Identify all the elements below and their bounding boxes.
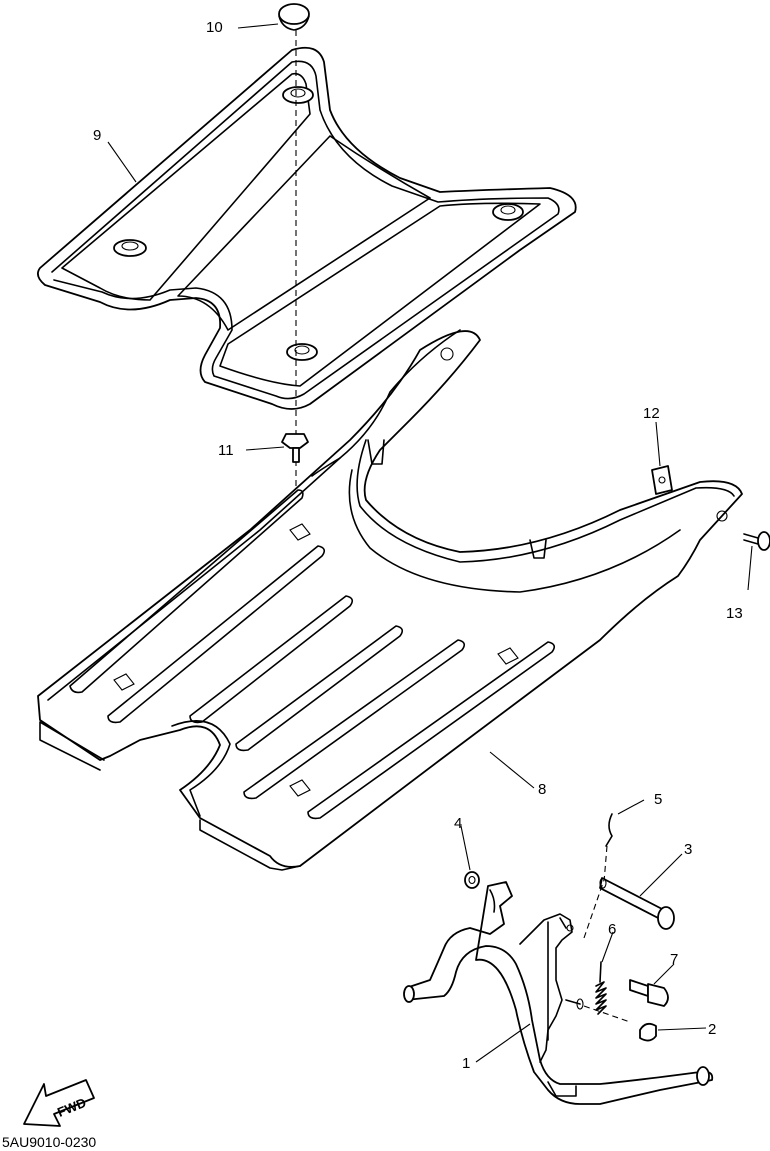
- callout-2: 2: [708, 1021, 716, 1038]
- leader-lines: [107, 23, 753, 1063]
- part-1-main-stand: [403, 879, 714, 1105]
- callout-12: 12: [643, 405, 660, 422]
- callout-7: 7: [670, 951, 678, 968]
- callout-11: 11: [218, 442, 234, 459]
- callout-labels: 10 9 11 12 13 8 5 4 3 6 7 2 1: [93, 19, 743, 1072]
- part-6-spring: [595, 961, 607, 1015]
- part-4-washer: [464, 871, 480, 889]
- callout-5: 5: [654, 791, 662, 808]
- callout-3: 3: [684, 841, 692, 858]
- part-11-bolt: [281, 433, 309, 463]
- callout-13: 13: [726, 605, 743, 622]
- part-13-screw: [743, 531, 770, 551]
- part-2-cap: [639, 1022, 657, 1042]
- diagram-code: 5AU9010-0230: [2, 1134, 96, 1150]
- part-8-footrest-board: [37, 329, 743, 871]
- part-12-clip-nut: [651, 465, 673, 495]
- callout-8: 8: [538, 781, 546, 798]
- fwd-arrow-icon: FWD: [23, 1079, 95, 1127]
- part-9-floor-mat: [36, 46, 577, 410]
- part-5-cotter-pin: [603, 813, 613, 883]
- part-7-pivot-bolt: [629, 979, 669, 1007]
- callout-1: 1: [462, 1055, 470, 1072]
- callout-4: 4: [454, 815, 462, 832]
- callout-6: 6: [608, 921, 616, 938]
- part-3-pin: [599, 877, 675, 930]
- callout-10: 10: [206, 19, 223, 36]
- part-10-cap: [278, 3, 310, 31]
- callout-9: 9: [93, 127, 101, 144]
